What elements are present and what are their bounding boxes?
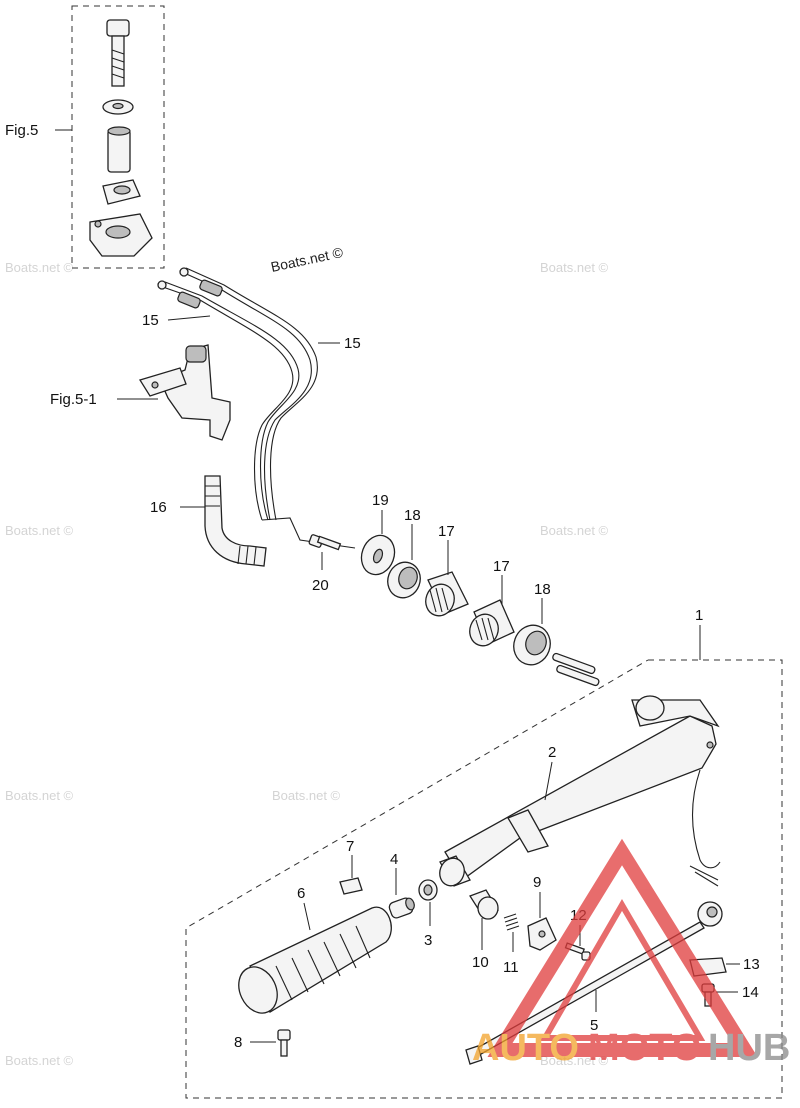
callout-11: 11 (503, 959, 519, 976)
callout-13: 13 (743, 956, 760, 973)
callout-16: 16 (150, 499, 167, 516)
callout-8: 8 (234, 1034, 242, 1051)
callout-5: 5 (590, 1017, 598, 1034)
callout-17-b: 17 (493, 558, 510, 575)
callout-10: 10 (472, 954, 489, 971)
watermark: Boats.net © (5, 260, 74, 275)
bracket-fig5-1 (138, 344, 231, 441)
part-8-screw (277, 1029, 291, 1057)
credit-label: Boats.net © (269, 244, 345, 275)
bolt-stack (89, 19, 153, 257)
fig5-box (71, 5, 165, 269)
cables-15 (157, 267, 356, 549)
part-4-plug (388, 897, 415, 919)
callout-18-b: 18 (534, 581, 551, 598)
part-10-knob (469, 889, 499, 920)
part-20-bolt (308, 534, 342, 551)
automotohub-logo: AUTO MOTO HUB (472, 838, 790, 1069)
callout-6: 6 (297, 885, 305, 902)
callout-7: 7 (346, 838, 354, 855)
part-18-bushing-b (513, 624, 551, 666)
logo-hub: HUB (708, 1027, 790, 1069)
part-16-hose (204, 475, 267, 567)
part-6-grip (238, 906, 392, 1014)
callout-4: 4 (390, 851, 398, 868)
part-11-spring (503, 913, 520, 931)
part-7-pad (339, 877, 363, 895)
callout-9: 9 (533, 874, 541, 891)
part-3-washer (418, 879, 438, 901)
watermark: Boats.net © (540, 523, 609, 538)
callout-14: 14 (742, 984, 759, 1001)
watermark: Boats.net © (272, 788, 341, 803)
fig5-1-label: Fig.5-1 (50, 391, 97, 408)
fig5-label: Fig.5 (5, 122, 38, 139)
part-5-rod (465, 901, 723, 1065)
part-9-bracket (527, 917, 557, 951)
callout-20: 20 (312, 577, 329, 594)
part-17-gear-a (425, 571, 469, 617)
part-18-bushing-a (387, 561, 421, 599)
assembly-box-1 (185, 659, 783, 1099)
watermark: Boats.net © (5, 523, 74, 538)
part-2-tiller-arm (439, 695, 721, 887)
callout-18-a: 18 (404, 507, 421, 524)
callout-1: 1 (695, 607, 703, 624)
part-17-gear-b (469, 599, 515, 647)
watermark: Boats.net © (5, 1053, 74, 1068)
watermark: Boats.net © (5, 788, 74, 803)
callout-19: 19 (372, 492, 389, 509)
logo-moto: MOTO (588, 1027, 701, 1069)
logo-auto: AUTO (472, 1027, 579, 1069)
callout-15-a: 15 (142, 312, 159, 329)
part-19-plate (360, 534, 396, 576)
callout-3: 3 (424, 932, 432, 949)
rods (552, 652, 600, 687)
callout-2: 2 (548, 744, 556, 761)
callout-17-a: 17 (438, 523, 455, 540)
callout-15-b: 15 (344, 335, 361, 352)
watermark: Boats.net © (540, 260, 609, 275)
